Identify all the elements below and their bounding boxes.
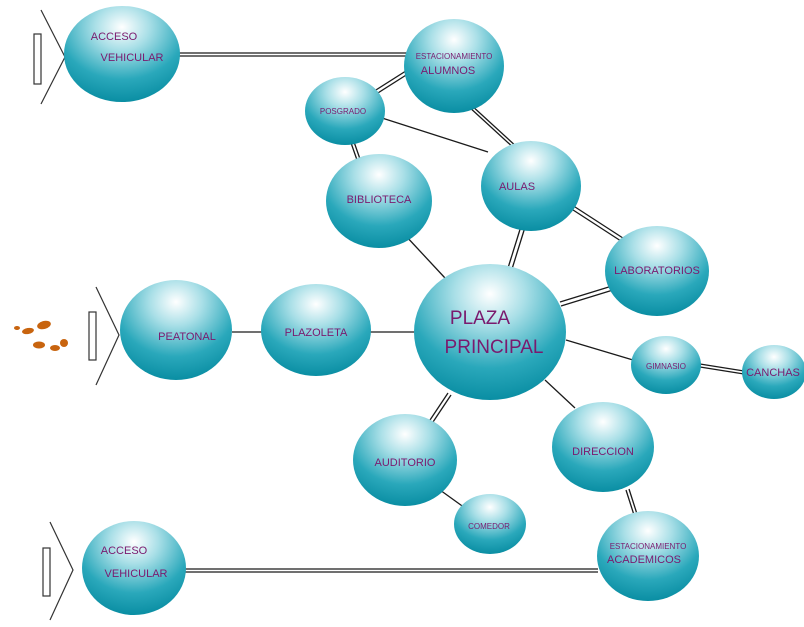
node-label: COMEDOR xyxy=(468,522,510,531)
line-plaza-auditorio xyxy=(429,392,452,423)
node-label-line1: ESTACIONAMIENTO xyxy=(610,542,687,551)
line-acceso-bottom-estacionamiento xyxy=(182,568,598,573)
line-aulas-laboratorios xyxy=(569,204,627,244)
node-label: PEATONAL xyxy=(158,331,216,343)
node-aulas: AULAS xyxy=(481,141,581,231)
node-label-line1: ACCESO xyxy=(91,31,138,43)
node-label-line1: ESTACIONAMIENTO xyxy=(416,52,493,61)
node-gimnasio: GIMNASIO xyxy=(631,336,701,394)
node-label-line2: VEHICULAR xyxy=(105,568,168,580)
node-auditorio: AUDITORIO xyxy=(353,414,457,506)
node-biblioteca: BIBLIOTECA xyxy=(326,154,432,248)
node-canchas: CANCHAS xyxy=(742,345,804,399)
node-label-line1: PLAZA xyxy=(450,308,511,329)
node-label-line1: ACCESO xyxy=(101,545,148,557)
line-acceso-top-estacionamiento xyxy=(175,52,410,57)
node-estacionamiento-academicos: ESTACIONAMIENTO ACADEMICOS xyxy=(597,511,699,601)
node-peatonal: PEATONAL xyxy=(120,280,232,380)
node-label-line2: VEHICULAR xyxy=(101,52,164,64)
node-acceso-vehicular-bottom: ACCESO VEHICULAR xyxy=(82,521,186,615)
line-gimnasio-canchas xyxy=(699,363,745,375)
vehicle-entrance-top-icon xyxy=(33,9,66,105)
node-estacionamiento-alumnos: ESTACIONAMIENTO ALUMNOS xyxy=(404,19,504,113)
node-label: LABORATORIOS xyxy=(614,265,700,277)
node-direccion: DIRECCION xyxy=(552,402,654,492)
line-auditorio-comedor xyxy=(439,489,466,509)
line-direccion-estacionamiento-academicos xyxy=(625,488,638,516)
connections xyxy=(175,52,745,573)
line-aulas-plaza xyxy=(507,222,527,270)
pedestrian-entrance-icon xyxy=(88,286,120,386)
node-label: BIBLIOTECA xyxy=(347,194,412,206)
line-biblioteca-plaza xyxy=(404,234,446,279)
node-label-line2: ALUMNOS xyxy=(421,65,475,77)
node-acceso-vehicular-top: ACCESO VEHICULAR xyxy=(64,6,180,102)
node-label: DIRECCION xyxy=(572,446,634,458)
node-label: PLAZOLETA xyxy=(285,327,348,339)
line-posgrado-aulas xyxy=(381,117,489,153)
node-posgrado: POSGRADO xyxy=(305,77,385,145)
node-label: CANCHAS xyxy=(746,367,800,379)
node-label: POSGRADO xyxy=(320,107,366,116)
vehicle-entrance-bottom-icon xyxy=(42,521,74,621)
node-plazoleta: PLAZOLETA xyxy=(261,284,371,376)
footprints-icon xyxy=(14,320,68,351)
node-plaza-principal: PLAZA PRINCIPAL xyxy=(414,264,566,400)
node-label: AULAS xyxy=(499,181,535,193)
line-estacionamiento-aulas xyxy=(467,103,519,151)
line-laboratorios-plaza xyxy=(559,285,614,307)
node-label-line2: ACADEMICOS xyxy=(607,554,681,566)
line-plaza-direccion xyxy=(544,379,576,409)
node-label-line2: PRINCIPAL xyxy=(445,337,544,358)
node-laboratorios: LABORATORIOS xyxy=(605,226,709,316)
node-comedor: COMEDOR xyxy=(454,494,526,554)
node-label: GIMNASIO xyxy=(646,362,686,371)
node-label: AUDITORIO xyxy=(375,457,436,469)
line-plaza-gimnasio xyxy=(565,339,634,361)
